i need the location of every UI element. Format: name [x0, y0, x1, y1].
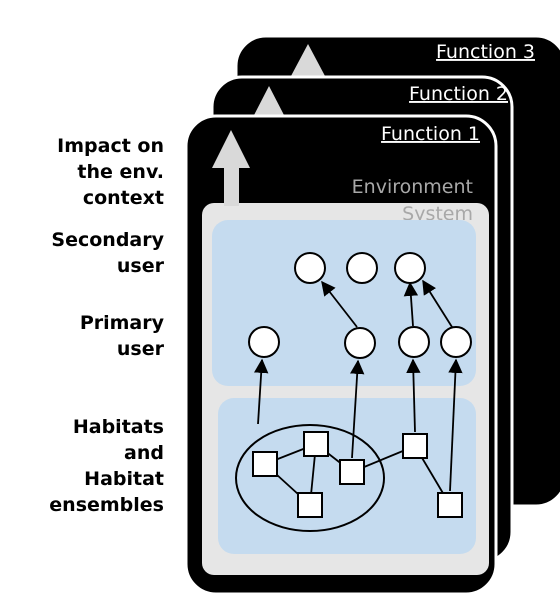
habitat-node	[297, 492, 323, 518]
function-3-title: Function 3	[436, 41, 535, 63]
environment-label-line1: Environment	[352, 176, 473, 198]
habitat-ensemble-ellipse	[235, 424, 385, 532]
impact-arrow-icon	[291, 44, 325, 76]
secondary-user-node	[294, 252, 326, 284]
impact-arrow-icon	[212, 130, 250, 206]
impact-arrow-icon	[253, 86, 285, 117]
primary-user-node	[440, 326, 472, 358]
habitat-node	[402, 433, 428, 459]
impact-label: Impact on the env. context	[57, 135, 164, 209]
habitat-nodes	[252, 431, 463, 518]
primary-user-node	[398, 326, 430, 358]
secondary-user-node	[346, 252, 378, 284]
function-1-title: Function 1	[381, 123, 480, 145]
habitat-node	[303, 431, 329, 457]
primary-user-node	[344, 327, 376, 359]
primary-arrows	[254, 358, 463, 492]
habitat-node	[437, 492, 463, 518]
habitats-label: Habitats and Habitat ensembles	[49, 416, 164, 516]
secondary-user-nodes	[294, 252, 426, 284]
function-1-card: Function 1 Environment System	[184, 114, 498, 593]
environment-label-line2: System	[402, 203, 473, 225]
function-2-title: Function 2	[409, 83, 508, 105]
primary-user-node	[248, 326, 280, 358]
secondary-user-node	[394, 252, 426, 284]
habitat-node	[339, 459, 365, 485]
secondary-user-label: Secondary user	[51, 229, 164, 277]
secondary-arrows	[321, 279, 453, 328]
habitat-node	[252, 451, 278, 477]
primary-user-nodes	[248, 326, 472, 359]
primary-user-label: Primary user	[79, 312, 164, 360]
